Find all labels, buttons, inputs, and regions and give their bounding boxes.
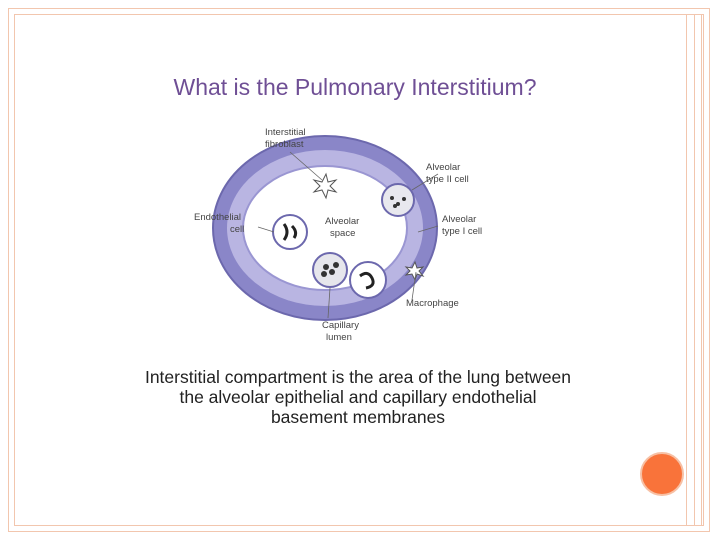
label-type2-2: type II cell [426, 174, 469, 185]
slide-title: What is the Pulmonary Interstitium? [173, 74, 537, 100]
capillary-right [349, 261, 387, 299]
orange-circle-decoration [640, 452, 684, 496]
label-type2-1: Alveolar [426, 162, 460, 173]
label-endothelial-1: Endothelial [194, 212, 241, 223]
body-line-3: basement membranes [270, 407, 446, 427]
type2-cell [381, 183, 415, 217]
slide-frame-outer [8, 8, 710, 532]
label-fibroblast-2: fibroblast [265, 139, 304, 150]
label-capillary-1: Capillary [322, 320, 359, 331]
macrophage-nucleus [359, 271, 375, 290]
alveolar-space [242, 165, 408, 291]
label-type1-2: type I cell [442, 226, 482, 237]
label-endothelial-2: cell [230, 224, 244, 235]
slide-frame-inner [14, 14, 704, 526]
label-type1-1: Alveolar [442, 214, 476, 225]
endothelial-nucleus [282, 223, 298, 241]
body-line-2: the alveolar epithelial and capillary en… [179, 387, 537, 407]
slide-body: Interstitial compartment is the area of … [88, 367, 628, 427]
fibroblast-icon [312, 172, 338, 200]
slide-right-decoration [686, 14, 702, 526]
capillary-left [272, 214, 308, 250]
body-line-1: Interstitial compartment is the area of … [144, 367, 572, 387]
interstitium-diagram: Interstitial fibroblast Endothelial cell… [194, 127, 482, 343]
macrophage-icon [404, 260, 425, 282]
label-alveolar-space-1: Alveolar [325, 216, 359, 227]
label-capillary-2: lumen [326, 332, 352, 343]
label-fibroblast-1: Interstitial [265, 127, 306, 138]
label-macrophage: Macrophage [406, 298, 459, 309]
label-alveolar-space-2: space [330, 228, 355, 239]
